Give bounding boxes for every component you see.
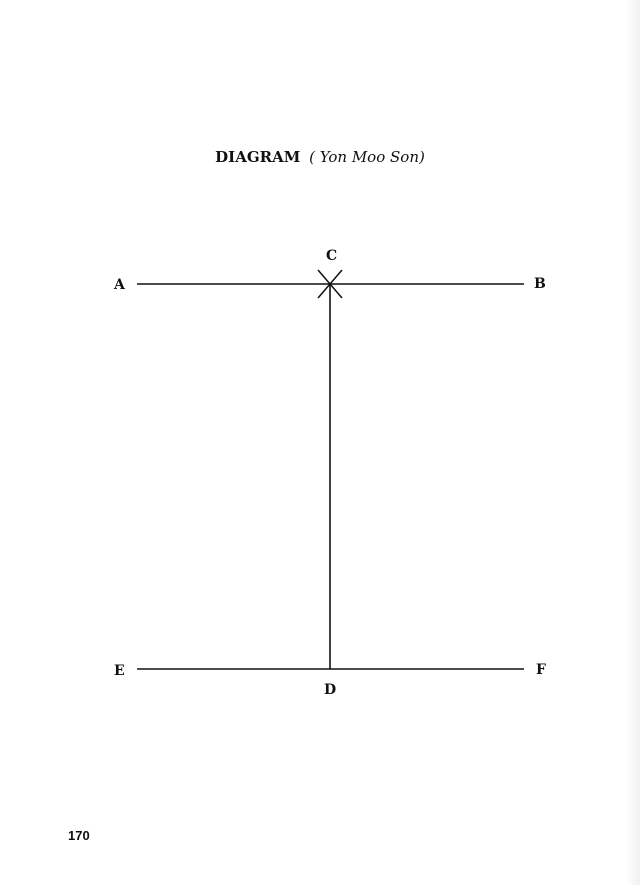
x-mark-c — [317, 269, 343, 299]
page-number: 170 — [68, 828, 90, 843]
label-b: B — [534, 276, 546, 292]
diagram-title-main: DIAGRAM — [215, 148, 301, 166]
page-edge-shadow — [626, 0, 640, 885]
label-f: F — [536, 662, 546, 678]
diagram-title: DIAGRAM ( Yon Moo Son) — [0, 148, 640, 166]
label-a: A — [113, 277, 126, 293]
label-c: C — [326, 248, 337, 264]
label-d: D — [324, 682, 336, 698]
label-e: E — [114, 663, 125, 679]
diagram-title-sub: ( Yon Moo Son) — [309, 148, 425, 166]
